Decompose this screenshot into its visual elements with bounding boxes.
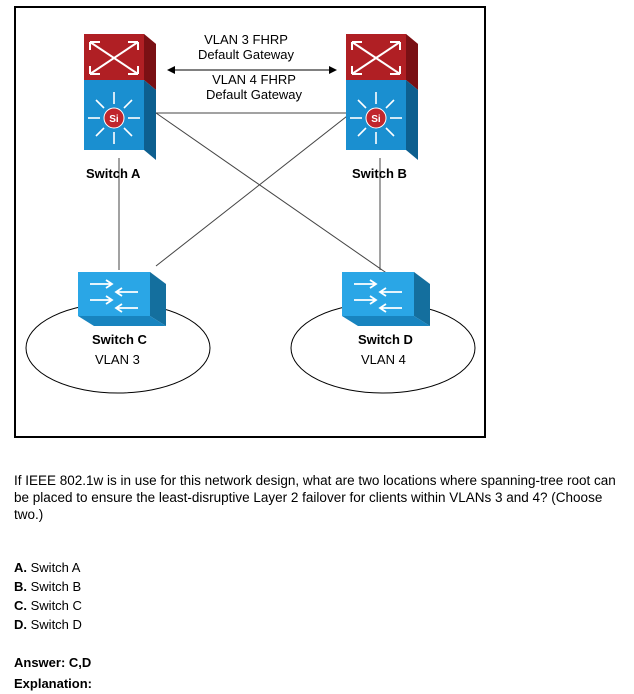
option-a[interactable]: A. Switch A: [14, 558, 82, 577]
options-list: A. Switch A B. Switch B C. Switch C D. S…: [14, 558, 82, 634]
gateway-a-label: VLAN 3 FHRP Default Gateway: [186, 32, 306, 62]
option-b-letter: B.: [14, 579, 27, 594]
option-d-text: Switch D: [30, 617, 82, 632]
option-a-text: Switch A: [30, 560, 81, 575]
gateway-a-line2: Default Gateway: [197, 47, 295, 62]
gateway-a-line1: VLAN 3 FHRP: [204, 32, 288, 47]
explanation-label: Explanation:: [14, 676, 93, 691]
vlan-4-label: VLAN 4: [361, 352, 406, 367]
option-b[interactable]: B. Switch B: [14, 577, 82, 596]
switch-a-icon: [84, 34, 156, 160]
question-text: If IEEE 802.1w is in use for this networ…: [14, 473, 616, 522]
gateway-b-line1: VLAN 4 FHRP: [212, 72, 296, 87]
option-c-letter: C.: [14, 598, 27, 613]
answer-block: Answer: C,D Explanation:: [14, 652, 92, 694]
answer-text: Answer: C,D: [14, 655, 92, 670]
si-label-b: Si: [371, 114, 381, 125]
switch-c-label: Switch C: [92, 332, 147, 347]
switch-b-icon: [346, 34, 418, 160]
si-label-a: Si: [109, 114, 119, 125]
link-a-d: [155, 112, 412, 291]
switch-c-icon: [78, 272, 166, 326]
diagram-canvas: Si Si: [25, 34, 476, 394]
vlan-3-label: VLAN 3: [95, 352, 140, 367]
links: [118, 112, 412, 291]
option-d-letter: D.: [14, 617, 27, 632]
link-b-c: [155, 112, 352, 267]
option-c-text: Switch C: [30, 598, 82, 613]
option-a-letter: A.: [14, 560, 27, 575]
switch-a-label: Switch A: [86, 166, 141, 181]
gateway-b-line2: Default Gateway: [205, 87, 303, 102]
option-d[interactable]: D. Switch D: [14, 615, 82, 634]
gateway-b-label: VLAN 4 FHRP Default Gateway: [194, 72, 314, 102]
switch-d-label: Switch D: [358, 332, 413, 347]
network-diagram: Si Si: [14, 6, 486, 438]
switch-d-icon: [342, 272, 430, 326]
option-b-text: Switch B: [30, 579, 82, 594]
switch-b-label: Switch B: [352, 166, 407, 181]
option-c[interactable]: C. Switch C: [14, 596, 82, 615]
